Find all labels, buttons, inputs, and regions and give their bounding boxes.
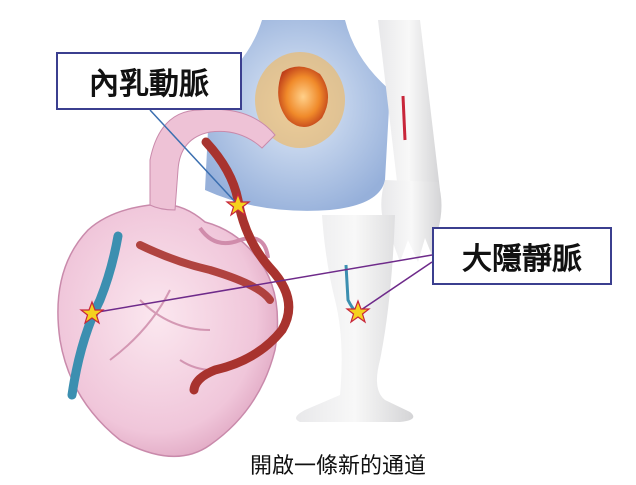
internal-mammary-artery-text: 內乳動脈 [89,59,209,103]
internal-mammary-artery-label: 內乳動脈 [56,52,242,110]
great-saphenous-vein-text: 大隱靜脈 [462,234,582,278]
great-saphenous-vein-label: 大隱靜脈 [432,227,612,285]
diagram-caption: 開啟一條新的通道 [198,448,478,480]
